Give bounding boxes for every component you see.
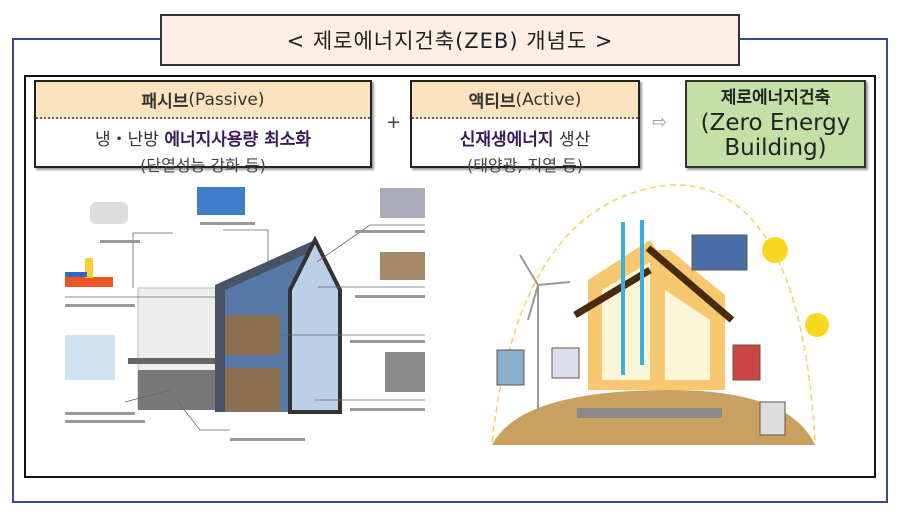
- active-card: 액티브(Active) 신재생에너지 생산 (태양광, 지열 등): [410, 80, 640, 175]
- ground-photo: [759, 401, 786, 436]
- arrow-right-icon: ⇨: [652, 112, 668, 133]
- active-line2: (태양광, 지열 등): [466, 156, 584, 175]
- airtight-image: [65, 335, 115, 380]
- solar-panel-image: [197, 187, 245, 215]
- passive-header-english: (Passive): [188, 89, 265, 110]
- passive-line2: (단열성능 강화 등): [140, 156, 266, 175]
- ventilator-image: [90, 202, 128, 224]
- active-house-illustration: [491, 184, 829, 445]
- thermal-bridge-icon: [65, 258, 113, 287]
- passive-line1-plain: 냉・난방: [94, 130, 165, 150]
- passive-house-illustration: [65, 187, 425, 441]
- passive-header-korean: 패시브: [141, 92, 189, 112]
- wind-turbine-icon: [519, 254, 571, 410]
- window-image: [380, 188, 425, 218]
- passive-card: 패시브(Passive) 냉・난방 에너지사용량 최소화 (단열성능 강화 등): [34, 80, 372, 175]
- storage-photo: [732, 344, 761, 381]
- insulation-image: [385, 352, 425, 392]
- passive-line1-bold: 에너지사용량 최소화: [164, 130, 311, 150]
- heat-pump-photo: [551, 347, 580, 379]
- passive-header: 패시브(Passive): [36, 82, 370, 119]
- active-header-english: (Active): [515, 89, 582, 110]
- sun-icon-2: [805, 313, 829, 337]
- geothermal-photo: [496, 349, 525, 386]
- zeb-korean: 제로에너지건축: [720, 88, 831, 108]
- active-header: 액티브(Active): [412, 82, 638, 119]
- active-line1: 신재생에너지 생산: [412, 125, 638, 150]
- passive-line1: 냉・난방 에너지사용량 최소화: [36, 125, 370, 150]
- page-title: < 제로에너지건축(ZEB) 개념도 >: [160, 14, 740, 66]
- zeb-english-2: Building): [724, 135, 827, 161]
- zeb-box: 제로에너지건축 (Zero Energy Building): [685, 80, 866, 168]
- solar-photo: [691, 234, 748, 271]
- active-line1-bold: 신재생에너지: [459, 130, 554, 150]
- pipe-image: [380, 252, 425, 280]
- active-header-korean: 액티브: [468, 92, 516, 112]
- active-line1-plain: 생산: [553, 130, 591, 150]
- plus-sign: +: [386, 112, 402, 133]
- sun-icon: [762, 237, 788, 263]
- zeb-english-1: (Zero Energy: [700, 110, 851, 136]
